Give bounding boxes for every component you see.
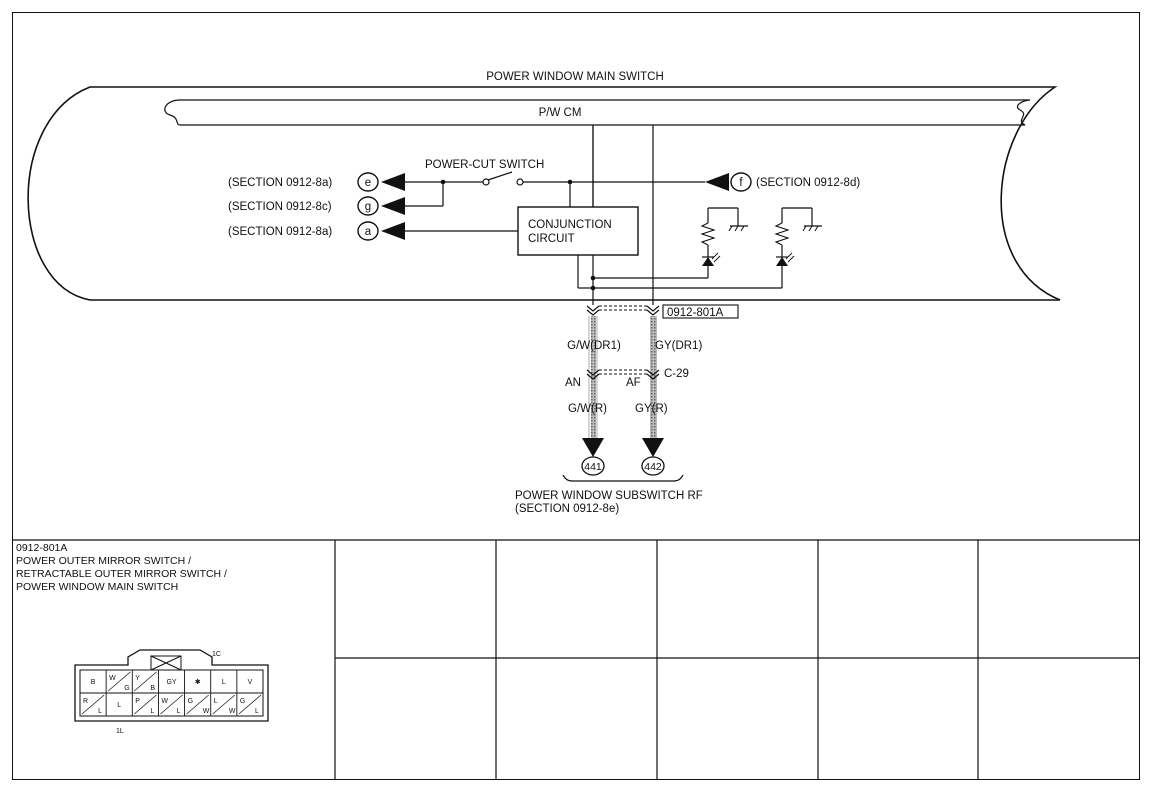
pin-label: ✱ [195, 678, 201, 686]
power-cut-switch-label: POWER-CUT SWITCH [425, 159, 544, 171]
svg-text:f: f [739, 177, 743, 189]
switch-contact-b [516, 178, 524, 186]
subswitch-bracket [562, 474, 684, 482]
connector-801a [586, 304, 739, 319]
indicator-lamp-2 [774, 207, 822, 288]
pwcm-bar [164, 99, 1031, 126]
joint-c29 [586, 369, 660, 380]
indicator-lamp-1 [700, 207, 748, 278]
pin-label: W [203, 708, 210, 715]
connector-table [13, 539, 1139, 780]
terminal-a[interactable]: a [357, 221, 405, 241]
connector-name-1: POWER OUTER MIRROR SWITCH / [16, 555, 191, 567]
section-label-g: (SECTION 0912-8c) [228, 201, 332, 213]
connector-id: 0912-801A [16, 542, 68, 554]
pin-label: L [150, 708, 154, 715]
terminal-e[interactable]: e [357, 172, 405, 192]
joint-id: C-29 [664, 368, 689, 380]
svg-text:a: a [365, 226, 372, 238]
wire-gy [650, 316, 657, 438]
pin-last-label: 1L [116, 728, 124, 735]
pwcm-label: P/W CM [539, 107, 582, 119]
wire-gw [591, 316, 596, 438]
conjunction-label-1: CONJUNCTION [528, 219, 612, 231]
pin-label: P [135, 698, 140, 705]
pin-label: L [214, 698, 218, 705]
wire-label-gy-r: GY(R) [635, 403, 668, 415]
module-title: POWER WINDOW MAIN SWITCH [486, 71, 664, 83]
wire-label-gw-dr1: G/W(DR1) [567, 340, 621, 352]
section-label-f: (SECTION 0912-8d) [756, 177, 860, 189]
wire-label-gy-dr1: GY(DR1) [655, 340, 702, 352]
pin-label: L [222, 679, 226, 686]
switch-lever [487, 171, 513, 181]
pin-label: W [109, 675, 116, 682]
svg-text:441: 441 [584, 461, 602, 473]
pin-label: B [91, 679, 96, 686]
destination-441[interactable]: 441 [581, 438, 605, 476]
pin-label: W [229, 708, 236, 715]
pin-label: G [124, 685, 129, 692]
pin-label: G [188, 698, 193, 705]
connector-info: 0912-801A POWER OUTER MIRROR SWITCH / RE… [16, 542, 316, 594]
pin-label: L [98, 708, 102, 715]
pin-label: B [150, 685, 155, 692]
conjunction-circuit-box [517, 206, 639, 256]
destination-442[interactable]: 442 [641, 438, 665, 476]
terminal-g[interactable]: g [357, 196, 405, 216]
svg-text:442: 442 [644, 461, 662, 473]
subswitch-label: POWER WINDOW SUBSWITCH RF [515, 490, 703, 502]
conjunction-label-2: CIRCUIT [528, 233, 575, 245]
joint-pin-an: AN [565, 377, 581, 389]
pin-label: W [161, 698, 168, 705]
pin-label: L [177, 708, 181, 715]
pin-label: G [240, 698, 245, 705]
pin-label: R [83, 698, 88, 705]
svg-text:e: e [365, 177, 371, 189]
svg-text:g: g [365, 201, 371, 213]
section-label-a: (SECTION 0912-8a) [228, 226, 332, 238]
section-label-e: (SECTION 0912-8a) [228, 177, 332, 189]
connector-name-2: RETRACTABLE OUTER MIRROR SWITCH / [16, 568, 227, 580]
joint-pin-af: AF [626, 377, 641, 389]
pin-label: GY [166, 679, 176, 686]
diagram-frame [12, 12, 1140, 780]
terminal-f[interactable]: f [705, 172, 752, 192]
module-outline [27, 86, 1061, 301]
switch-contact-a [482, 178, 490, 186]
pin-label: Y [135, 675, 140, 682]
wire-label-gw-r: G/W(R) [568, 403, 607, 415]
subswitch-section: (SECTION 0912-8e) [515, 503, 619, 515]
pin-label: L [117, 702, 121, 709]
pin-label: L [255, 708, 259, 715]
pin-first-label: 1C [212, 651, 221, 658]
connector-name-3: POWER WINDOW MAIN SWITCH [16, 581, 179, 593]
pin-label: V [248, 679, 253, 686]
connector-tag: 0912-801A [667, 307, 724, 319]
